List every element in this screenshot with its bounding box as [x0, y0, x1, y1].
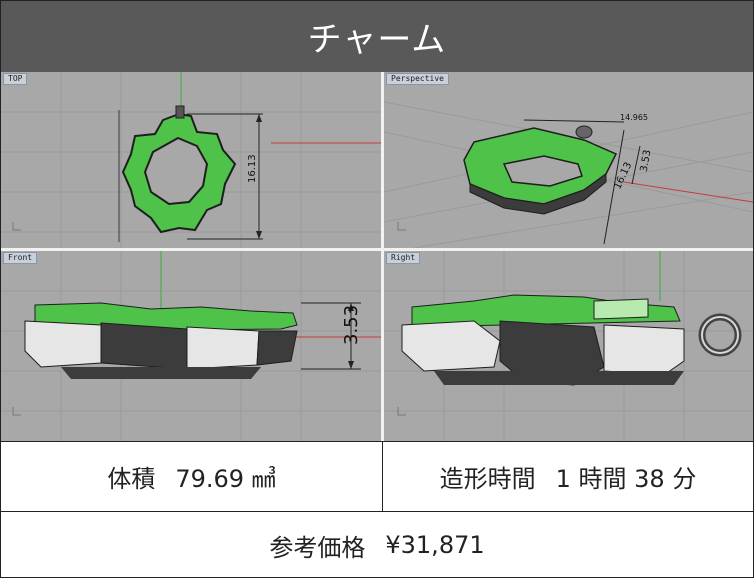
- viewport-label-top: TOP: [3, 73, 28, 85]
- perspective-view-canvas: 14.965 16.13 3.53: [384, 101, 753, 248]
- viewport-front[interactable]: 3.53 Front: [1, 251, 381, 441]
- viewport-perspective[interactable]: 14.965 16.13 3.53 Perspective: [384, 72, 753, 248]
- front-view-canvas: 3.53: [1, 251, 381, 441]
- price-value: ¥31,871: [385, 531, 485, 559]
- viewport-top[interactable]: 16.13 TOP: [1, 72, 381, 248]
- build-time-cell: 造形時間 1 時間 38 分: [383, 442, 753, 511]
- price-label: 参考価格: [269, 533, 366, 562]
- viewport-label-front: Front: [3, 252, 38, 264]
- top-dimension: 16.13: [247, 154, 258, 183]
- build-time-label: 造形時間: [439, 465, 536, 493]
- build-time-value: 1 時間 38 分: [555, 465, 697, 493]
- spec-row: 体積 79.69 ㎣ 造形時間 1 時間 38 分: [1, 441, 753, 511]
- front-dimension: 3.53: [341, 305, 362, 345]
- viewport-label-perspective: Perspective: [386, 73, 449, 85]
- top-view-canvas: 16.13: [1, 72, 381, 248]
- viewport-grid: 16.13 TOP 14.965: [1, 72, 753, 441]
- perspective-dimension-height: 3.53: [639, 149, 654, 173]
- volume-cell: 体積 79.69 ㎣: [1, 442, 383, 511]
- volume-label: 体積: [107, 465, 156, 493]
- page-title: チャーム: [1, 1, 753, 73]
- perspective-dimension-width: 14.965: [620, 113, 648, 122]
- price-cell: 参考価格 ¥31,871: [1, 512, 753, 578]
- right-view-canvas: [384, 251, 753, 441]
- viewport-label-right: Right: [386, 252, 421, 264]
- volume-value: 79.69 ㎣: [175, 465, 276, 493]
- viewport-right[interactable]: Right: [384, 251, 753, 441]
- price-row: 参考価格 ¥31,871: [1, 511, 753, 578]
